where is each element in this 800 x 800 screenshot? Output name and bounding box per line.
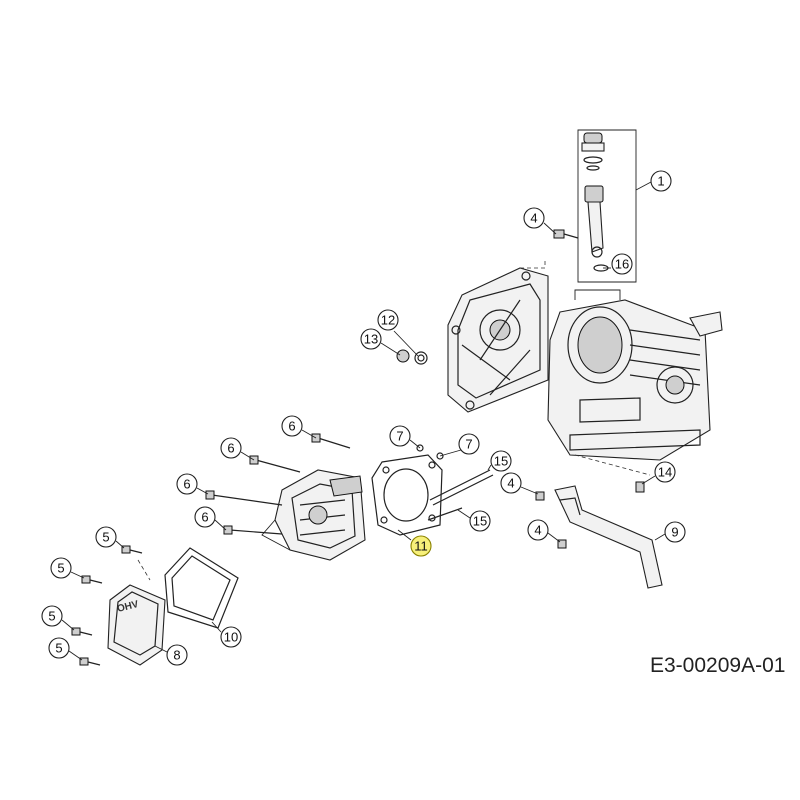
callout-circle: [410, 535, 432, 557]
callout-15[interactable]: 15: [469, 510, 491, 532]
leader-lines: [61, 222, 666, 661]
callout-number: 7: [396, 429, 403, 444]
callout-circle: [50, 557, 72, 579]
callout-number: 5: [48, 609, 55, 624]
callout-14[interactable]: 14: [654, 461, 676, 483]
callout-number: 6: [201, 510, 208, 525]
callout-circle: [500, 472, 522, 494]
callout-circle: [194, 506, 216, 528]
engine-block: [547, 289, 723, 476]
callout-number: 14: [658, 465, 672, 480]
drawing-code-label: E3-00209A-01: [650, 654, 786, 677]
callout-number: 4: [534, 523, 541, 538]
callout-7[interactable]: 7: [389, 425, 411, 447]
cylinder-head: [261, 469, 366, 561]
push-rods: [427, 469, 494, 521]
callout-circle: [220, 437, 242, 459]
callout-circle: [469, 510, 491, 532]
callout-number: 4: [507, 476, 514, 491]
callout-number: 4: [530, 211, 537, 226]
callout-circle: [490, 450, 512, 472]
valve-cover: OHV: [107, 559, 166, 666]
callout-circle: [611, 253, 633, 275]
crankcase-cover: [447, 258, 549, 413]
callout-circle: [664, 521, 686, 543]
callout-number: 9: [671, 525, 678, 540]
callout-5[interactable]: 5: [95, 526, 117, 548]
callout-4[interactable]: 4: [500, 472, 522, 494]
callout-13[interactable]: 13: [360, 328, 382, 350]
callout-number: 7: [465, 437, 472, 452]
callout-number: 1: [657, 174, 664, 189]
callout-circle: [220, 626, 242, 648]
callout-number: 16: [615, 257, 629, 272]
callout-circle: [527, 519, 549, 541]
callout-6[interactable]: 6: [194, 506, 216, 528]
callout-number: 6: [288, 419, 295, 434]
head-gasket: [371, 454, 443, 536]
callout-circle: [48, 637, 70, 659]
callout-6[interactable]: 6: [220, 437, 242, 459]
callout-number: 11: [414, 539, 428, 554]
callout-circle: [458, 433, 480, 455]
callout-16[interactable]: 16: [611, 253, 633, 275]
callout-4[interactable]: 4: [523, 207, 545, 229]
callout-number: 8: [173, 648, 180, 663]
callout-circle: [281, 415, 303, 437]
callout-6[interactable]: 6: [176, 473, 198, 495]
callout-number: 6: [183, 477, 190, 492]
callout-number: 10: [224, 630, 238, 645]
callout-circle: [176, 473, 198, 495]
cover-screws: [71, 545, 143, 666]
callout-10[interactable]: 10: [220, 626, 242, 648]
callout-number: 12: [381, 313, 395, 328]
callout-circle: [650, 170, 672, 192]
callout-number: 6: [227, 441, 234, 456]
callout-number: 5: [55, 641, 62, 656]
callout-4[interactable]: 4: [527, 519, 549, 541]
callout-number: 13: [364, 332, 378, 347]
callout-number: 15: [473, 514, 487, 529]
callout-9[interactable]: 9: [664, 521, 686, 543]
callout-8[interactable]: 8: [166, 644, 188, 666]
callout-circle: [377, 309, 399, 331]
callout-5[interactable]: 5: [50, 557, 72, 579]
callout-number: 5: [57, 561, 64, 576]
callout-6[interactable]: 6: [281, 415, 303, 437]
callout-7[interactable]: 7: [458, 433, 480, 455]
callout-5[interactable]: 5: [48, 637, 70, 659]
fasteners: [396, 229, 645, 549]
valve-cover-gasket: [164, 547, 239, 629]
callout-circle: [41, 605, 63, 627]
callout-12[interactable]: 12: [377, 309, 399, 331]
callout-15[interactable]: 15: [490, 450, 512, 472]
callout-1[interactable]: 1: [650, 170, 672, 192]
dipstick-assembly: [577, 129, 652, 283]
callout-circle: [166, 644, 188, 666]
callout-number: 5: [102, 530, 109, 545]
valve-cover-emblem: OHV: [116, 599, 140, 615]
support-bracket: [554, 485, 663, 589]
callout-circle: [389, 425, 411, 447]
callout-circle: [654, 461, 676, 483]
callout-circle: [360, 328, 382, 350]
callout-number: 15: [494, 454, 508, 469]
callout-5[interactable]: 5: [41, 605, 63, 627]
callout-11[interactable]: 11: [410, 535, 432, 557]
callout-circle: [95, 526, 117, 548]
callout-circle: [523, 207, 545, 229]
